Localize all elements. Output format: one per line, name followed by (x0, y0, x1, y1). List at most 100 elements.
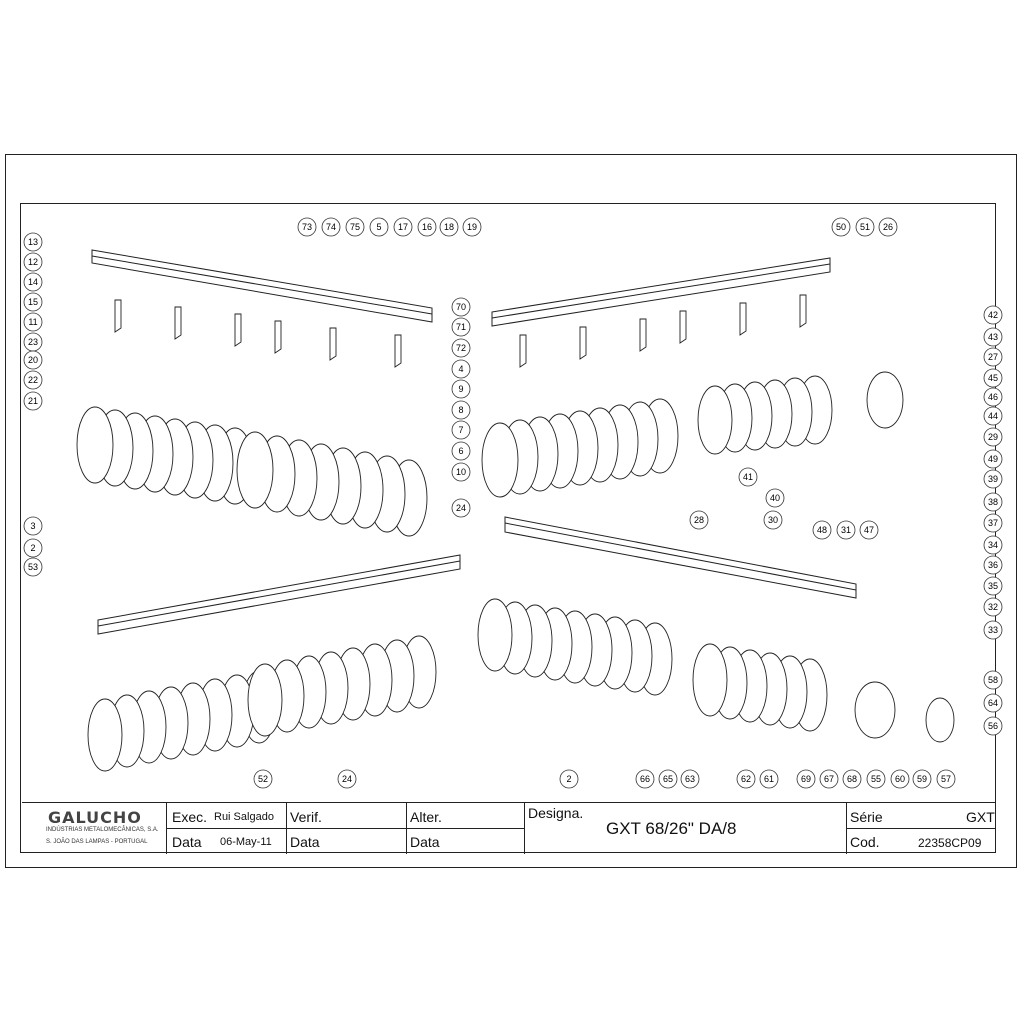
callout-35: 35 (983, 576, 1003, 596)
callout-5: 5 (369, 217, 389, 237)
callout-number: 70 (456, 302, 466, 312)
callout-number: 18 (444, 222, 454, 232)
callout-36: 36 (983, 555, 1003, 575)
exec-value: Rui Salgado (214, 811, 274, 823)
series-label: Série (850, 809, 883, 825)
callout-9: 9 (451, 379, 471, 399)
callout-73: 73 (297, 217, 317, 237)
callout-number: 27 (988, 352, 998, 362)
company-line-2: S. JOÃO DAS LAMPAS - PORTUGAL (46, 839, 148, 845)
callout-37: 37 (983, 513, 1003, 533)
callout-number: 44 (988, 411, 998, 421)
callout-number: 60 (895, 774, 905, 784)
callout-number: 67 (824, 774, 834, 784)
callout-number: 36 (988, 560, 998, 570)
callout-number: 58 (988, 675, 998, 685)
callout-number: 59 (917, 774, 927, 784)
callout-60: 60 (890, 769, 910, 789)
callout-3: 3 (23, 516, 43, 536)
designation-label: Designa. (528, 805, 584, 821)
disc-blade (697, 385, 733, 455)
callout-number: 15 (28, 297, 38, 307)
callout-19: 19 (462, 217, 482, 237)
disc-blade (481, 422, 519, 498)
alter-date-label: Data (410, 834, 440, 850)
exec-label: Exec. (172, 809, 208, 825)
callout-10: 10 (451, 462, 471, 482)
exec-date-value: 06-May-11 (220, 836, 272, 848)
callout-50: 50 (831, 217, 851, 237)
callout-number: 10 (456, 467, 466, 477)
callout-number: 45 (988, 373, 998, 383)
callout-number: 75 (350, 222, 360, 232)
verif-date-label: Data (290, 834, 320, 850)
callout-number: 32 (988, 602, 998, 612)
callout-2: 2 (23, 538, 43, 558)
callout-number: 16 (422, 222, 432, 232)
callout-number: 57 (941, 774, 951, 784)
frame-beams (91, 249, 857, 635)
disc-blade (925, 697, 955, 743)
callout-41: 41 (738, 467, 758, 487)
disc-blade (87, 698, 123, 772)
callout-31: 31 (836, 520, 856, 540)
disc-blade (866, 371, 904, 429)
callout-62: 62 (736, 769, 756, 789)
callout-51: 51 (855, 217, 875, 237)
callout-number: 62 (741, 774, 751, 784)
callout-40: 40 (765, 488, 785, 508)
callout-number: 49 (988, 454, 998, 464)
callout-number: 52 (258, 774, 268, 784)
callout-52: 52 (253, 769, 273, 789)
callout-number: 17 (398, 222, 408, 232)
callout-14: 14 (23, 272, 43, 292)
callout-16: 16 (417, 217, 437, 237)
callout-29: 29 (983, 427, 1003, 447)
callout-number: 30 (768, 515, 778, 525)
beam-top-left (91, 249, 433, 323)
shank-bracket (394, 334, 402, 368)
shank-bracket (679, 310, 687, 344)
callout-number: 42 (988, 310, 998, 320)
code-value: 22358CP09 (918, 836, 982, 850)
callout-number: 46 (988, 392, 998, 402)
beam-bottom-left (97, 554, 461, 635)
callout-70: 70 (451, 297, 471, 317)
callout-46: 46 (983, 387, 1003, 407)
callout-number: 22 (28, 375, 38, 385)
verif-label: Verif. (290, 809, 322, 825)
callout-number: 6 (458, 446, 463, 456)
callout-72: 72 (451, 338, 471, 358)
callout-number: 64 (988, 698, 998, 708)
callout-number: 71 (456, 322, 466, 332)
disc-blade (854, 681, 896, 739)
callout-number: 24 (456, 503, 466, 513)
shank-bracket (579, 326, 587, 360)
callout-number: 51 (860, 222, 870, 232)
callout-44: 44 (983, 406, 1003, 426)
callout-20: 20 (23, 350, 43, 370)
callout-number: 28 (694, 515, 704, 525)
callout-4: 4 (451, 359, 471, 379)
callout-number: 20 (28, 355, 38, 365)
callout-number: 33 (988, 625, 998, 635)
callout-33: 33 (983, 620, 1003, 640)
callout-number: 13 (28, 237, 38, 247)
callout-number: 61 (764, 774, 774, 784)
callout-21: 21 (23, 391, 43, 411)
callout-number: 19 (467, 222, 477, 232)
shank-bracket (234, 313, 242, 347)
callout-number: 65 (663, 774, 673, 784)
callout-53: 53 (23, 557, 43, 577)
callout-number: 12 (28, 257, 38, 267)
company-line-1: INDÚSTRIAS METALOMECÂNICAS, S.A. (46, 827, 159, 833)
callout-number: 9 (458, 384, 463, 394)
callout-number: 23 (28, 337, 38, 347)
callout-number: 2 (30, 543, 35, 553)
exec-date-label: Data (172, 834, 202, 850)
callout-number: 72 (456, 343, 466, 353)
callout-number: 66 (640, 774, 650, 784)
callout-number: 5 (376, 222, 381, 232)
callout-7: 7 (451, 420, 471, 440)
beam-bottom-right (504, 516, 857, 599)
